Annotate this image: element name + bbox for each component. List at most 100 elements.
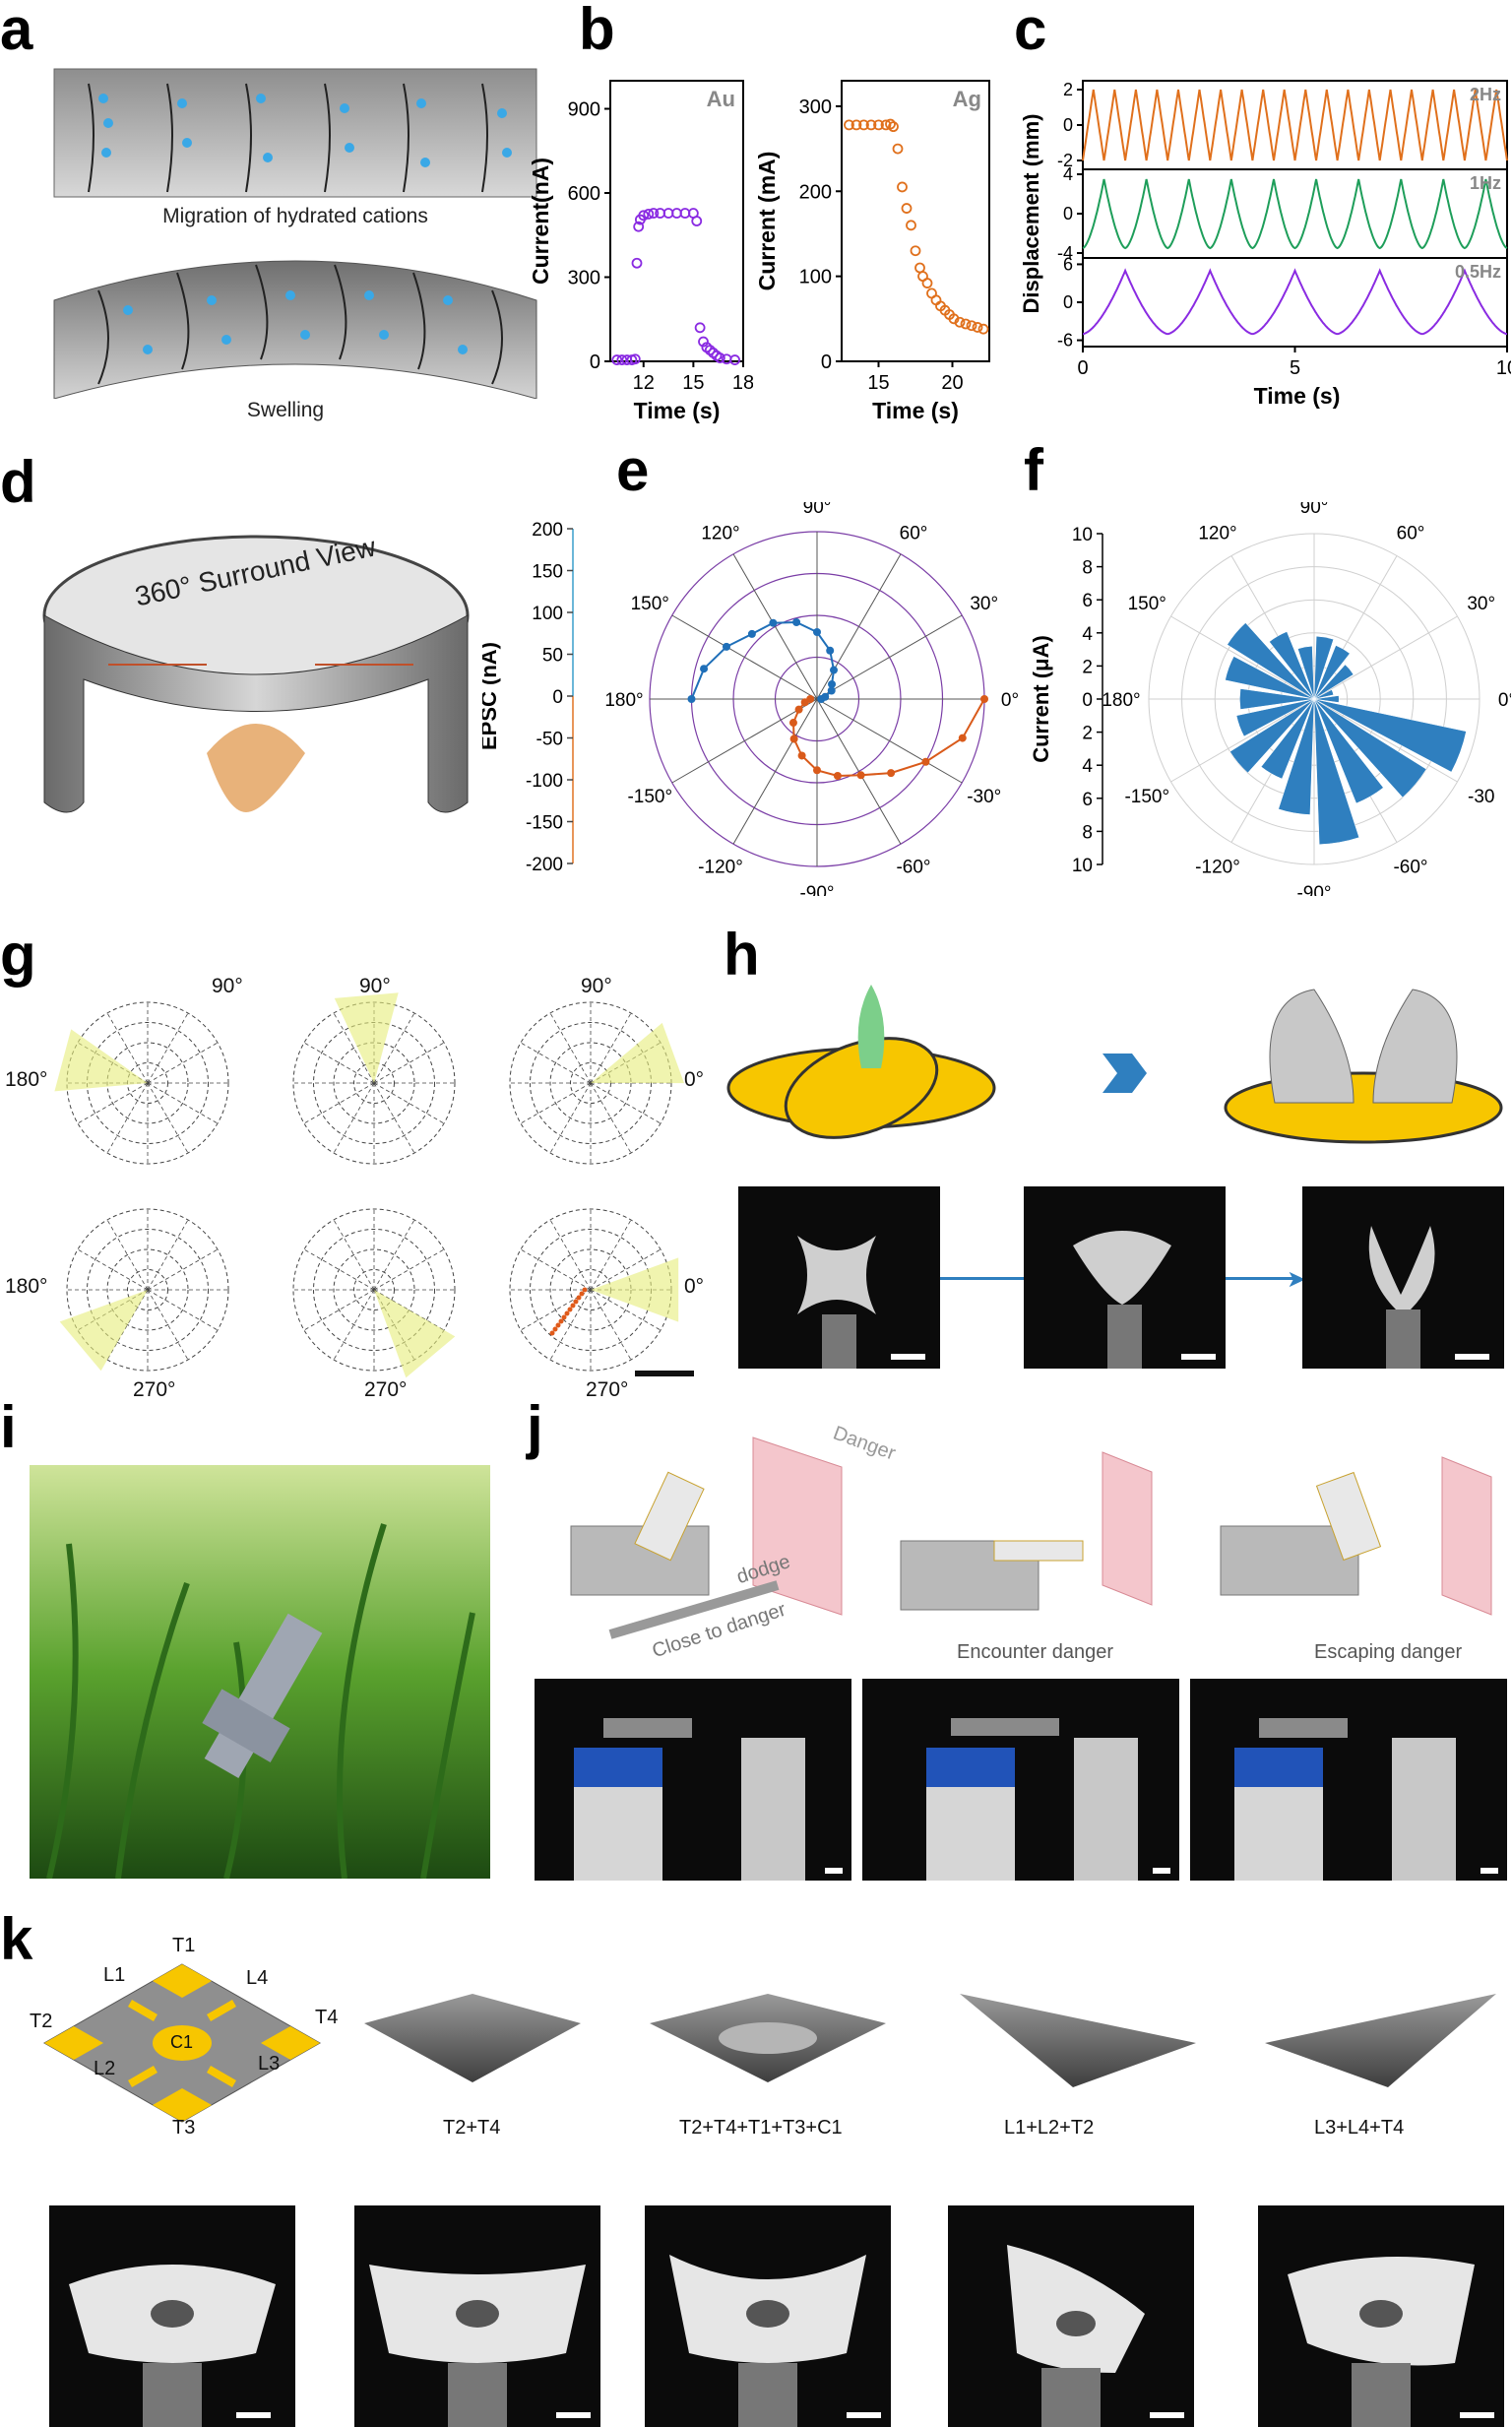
data-point	[631, 257, 643, 269]
data-point	[885, 118, 896, 130]
arrow-line	[940, 1277, 1024, 1280]
sheet-photo-3	[645, 2205, 891, 2427]
swelling-illustration	[53, 260, 537, 399]
polar-spoke	[373, 1248, 445, 1291]
data-point	[858, 119, 869, 131]
polar-spoke	[816, 698, 902, 845]
polar-ring	[353, 1269, 395, 1310]
data-point	[789, 734, 798, 743]
flower-photo-closed	[1302, 1186, 1504, 1369]
sheet-photo-5	[1258, 2205, 1504, 2427]
data-point	[792, 618, 801, 627]
y-tick-label: 4	[1063, 164, 1073, 184]
y-tick-label: 8	[1082, 558, 1093, 579]
angle-label: 180°	[604, 690, 643, 711]
y-tick-label: 2	[1082, 724, 1093, 744]
polar-ring	[292, 1208, 456, 1372]
scale-bar	[1460, 2412, 1494, 2418]
polar-spoke	[732, 698, 818, 845]
grass-photo	[30, 1465, 490, 1879]
data-point	[873, 119, 884, 131]
polar-spoke	[147, 1248, 219, 1291]
polar-ring	[66, 1001, 229, 1165]
data-point	[797, 751, 806, 760]
plot-frame	[841, 80, 990, 362]
data-point	[788, 719, 797, 728]
x-tick-label: 15	[682, 372, 704, 394]
g5-270-label: 270°	[364, 1378, 408, 1401]
caption-migration: Migration of hydrated cations	[162, 205, 428, 227]
polar-bar	[1278, 698, 1315, 815]
y-tick-label: 0	[1063, 115, 1073, 135]
caption-swelling: Swelling	[246, 399, 325, 421]
polar-spoke	[373, 1219, 415, 1291]
data-point	[827, 686, 836, 695]
scale-bar	[825, 1868, 843, 1874]
polar-ring	[66, 1208, 229, 1372]
polar-bar	[1260, 698, 1315, 780]
data-point	[921, 757, 930, 766]
polar-bar	[1227, 622, 1315, 700]
robot-danger-illustration	[570, 1437, 1492, 1639]
polar-ring	[127, 1269, 168, 1310]
response-point	[549, 1330, 555, 1336]
y-axis-label: Current (mA)	[754, 152, 780, 291]
angle-label: -150°	[1124, 787, 1169, 807]
g3-90-label: 90°	[581, 975, 612, 997]
x-tick-label: 0	[1077, 357, 1088, 379]
polar-bar	[1313, 698, 1384, 804]
series-label: 0.5Hz	[1455, 262, 1501, 282]
caption-l1-l2-t2: L1+L2+T2	[1004, 2117, 1095, 2139]
x-axis-label: Time (s)	[634, 398, 721, 423]
g2-90-label: 90°	[359, 975, 391, 997]
series-label: 2Hz	[1470, 85, 1501, 104]
data-point	[817, 695, 826, 703]
data-point	[687, 695, 696, 703]
robot-photo-2	[862, 1679, 1179, 1881]
data-point	[887, 769, 896, 778]
data-point	[966, 320, 977, 332]
y-tick-label: 0	[552, 687, 563, 708]
light-cone	[334, 992, 399, 1083]
response-point	[561, 1314, 567, 1320]
scale-bar	[891, 1354, 925, 1360]
data-point	[897, 181, 908, 193]
label-t2: T2	[30, 2011, 53, 2032]
scale-bar	[236, 2412, 271, 2418]
polar-bar	[1313, 645, 1351, 700]
data-point	[698, 336, 709, 348]
g1-90-label: 90°	[212, 975, 243, 997]
panel-label-j: j	[527, 1394, 543, 1460]
data-point	[638, 210, 650, 222]
angle-label: 90°	[803, 502, 832, 518]
data-point	[813, 766, 821, 775]
y-tick-label: 0	[1063, 292, 1073, 312]
data-point	[729, 354, 740, 365]
polar-bar	[1313, 635, 1335, 700]
g1-180-label: 180°	[5, 1068, 48, 1091]
label-c1: C1	[170, 2032, 194, 2052]
y-tick-label: 0	[1082, 690, 1093, 711]
x-axis-label: Time (s)	[1254, 383, 1341, 409]
data-point	[914, 262, 925, 274]
chart-title: Au	[707, 87, 735, 111]
panel-label-b: b	[579, 0, 615, 62]
series-line	[690, 620, 836, 700]
data-point	[769, 618, 778, 627]
response-point	[576, 1295, 582, 1301]
data-point	[691, 216, 703, 226]
cation-migration-illustration	[53, 68, 537, 198]
label-l3: L3	[258, 2053, 281, 2075]
y-tick-label: 50	[542, 646, 563, 667]
y-tick-label: -4	[1057, 243, 1073, 263]
deformation-shapes	[364, 1994, 1496, 2087]
y-tick-label: 8	[1082, 822, 1093, 843]
data-point	[960, 318, 972, 330]
response-point	[558, 1318, 564, 1324]
y-tick-label: 4	[1082, 756, 1093, 777]
y-tick-label: 900	[568, 99, 600, 121]
polar-bar	[1269, 631, 1315, 700]
y-tick-label: -100	[526, 771, 563, 792]
x-axis-label: Time (s)	[872, 398, 959, 423]
data-point	[910, 245, 921, 257]
